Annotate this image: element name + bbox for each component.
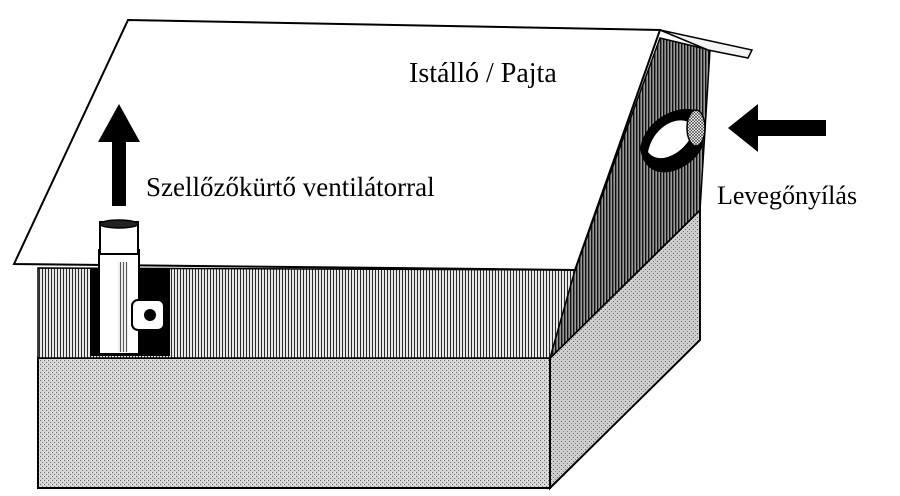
front-wall bbox=[37, 267, 576, 359]
fan-icon bbox=[131, 299, 165, 331]
roof bbox=[12, 18, 662, 272]
arrow-left-icon bbox=[728, 104, 826, 152]
exhaust-chimney bbox=[90, 219, 170, 356]
arrow-up-icon bbox=[98, 104, 140, 206]
air-inlet bbox=[640, 108, 706, 173]
base-front-face bbox=[37, 357, 551, 489]
chimney-label: Szellőzőkürtő ventilátorral bbox=[146, 172, 435, 202]
inlet-label: Levegőnyílás bbox=[717, 181, 857, 210]
roof-overhang bbox=[659, 29, 754, 59]
building-label: Istálló / Pajta bbox=[409, 58, 557, 89]
